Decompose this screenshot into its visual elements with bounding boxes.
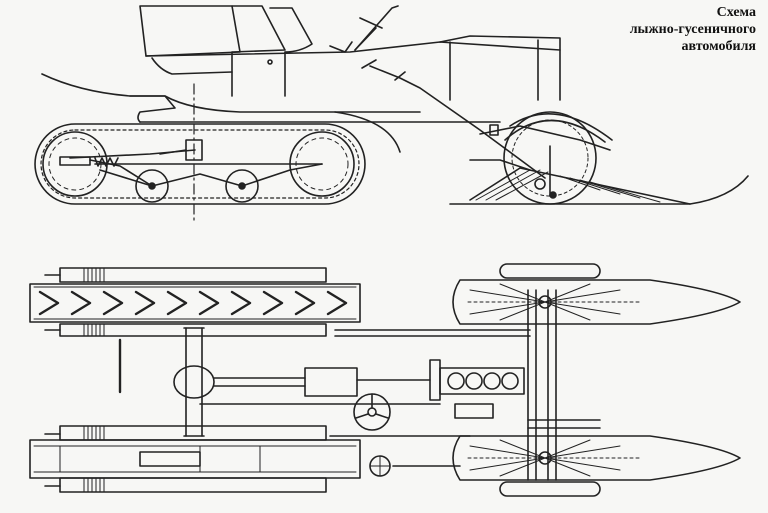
rear-axle-top xyxy=(118,327,215,437)
steering-wheel-top xyxy=(353,393,494,477)
engine xyxy=(439,367,525,395)
front-ski-top-upper xyxy=(452,263,741,325)
road-wheel-1 xyxy=(135,169,169,203)
car-body xyxy=(41,5,561,153)
title-line-2: лыжно-гусеничного xyxy=(629,22,756,37)
track-chevron-belt xyxy=(29,283,361,323)
track-belt xyxy=(34,123,366,205)
rear-fender xyxy=(334,111,401,153)
front-seat xyxy=(269,7,313,53)
suspension-spring xyxy=(59,156,119,167)
drivetrain-top xyxy=(199,329,531,437)
front-ski-side xyxy=(449,111,749,205)
ski-lower xyxy=(452,435,741,481)
side-view xyxy=(34,5,749,225)
title-line-1: Схема xyxy=(716,5,756,20)
track-assembly xyxy=(34,123,366,205)
ski-upper xyxy=(452,279,741,325)
title-line-3: автомобиля xyxy=(681,39,756,54)
front-ski-top-lower xyxy=(452,435,741,497)
track-top-lower xyxy=(29,425,361,493)
hood xyxy=(439,35,561,51)
track-top-upper xyxy=(29,267,361,337)
front-frame-top xyxy=(527,289,601,481)
top-view xyxy=(29,263,741,497)
gearbox xyxy=(304,367,358,397)
steering-column xyxy=(369,65,546,179)
diagram-title: Схема лыжно-гусеничного автомобиля xyxy=(556,4,756,55)
differential xyxy=(173,365,215,399)
road-wheel-2 xyxy=(225,169,259,203)
rear-seat xyxy=(139,5,241,57)
